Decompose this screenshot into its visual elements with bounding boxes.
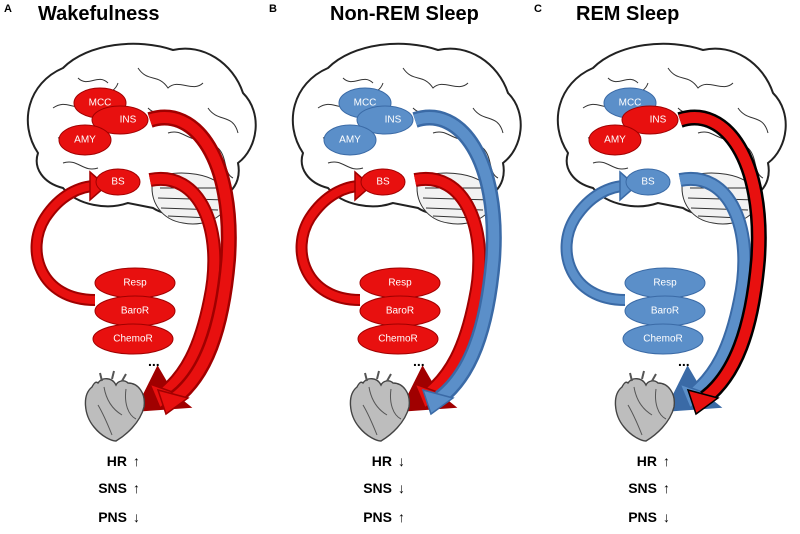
panel-title: Non-REM Sleep xyxy=(330,3,479,25)
metric-pns: PNS xyxy=(363,509,392,525)
cortex-descending-arrow-fill xyxy=(678,112,765,403)
metric-hr: HR xyxy=(637,453,657,469)
afferent-chemor xyxy=(622,323,704,355)
afferent-label-chemor: ChemoR xyxy=(378,334,417,345)
bs-descending-arrow-fill xyxy=(149,173,220,396)
metric-sns: SNS xyxy=(628,480,657,496)
metric-sns-up-arrow-icon: ↑ xyxy=(133,480,140,496)
afferent-chemor xyxy=(357,323,439,355)
afferent-upward-arrow-fill xyxy=(297,182,362,304)
panel-letter: C xyxy=(534,3,542,15)
node-label-ins: INS xyxy=(120,115,137,126)
heart-icon xyxy=(614,370,676,442)
ellipsis: ... xyxy=(678,353,690,369)
panel-letter: A xyxy=(4,3,12,15)
node-label-ins: INS xyxy=(385,115,402,126)
node-amy xyxy=(588,124,642,156)
afferent-label-baror: BaroR xyxy=(651,306,679,317)
node-ins xyxy=(356,105,414,135)
metric-sns-down-arrow-icon: ↓ xyxy=(398,480,405,496)
panel-title: REM Sleep xyxy=(576,3,679,25)
panel-title: Wakefulness xyxy=(38,3,160,25)
afferent-upward-arrow-fill xyxy=(562,182,627,304)
cortex-descending-arrowhead xyxy=(421,388,455,416)
metric-hr-up-arrow-icon: ↑ xyxy=(663,453,670,469)
metric-hr: HR xyxy=(372,453,392,469)
heart-icon xyxy=(84,370,146,442)
metric-hr: HR xyxy=(107,453,127,469)
metric-sns-up-arrow-icon: ↑ xyxy=(663,480,670,496)
ellipsis: ... xyxy=(148,353,160,369)
ellipsis: ... xyxy=(413,353,425,369)
afferent-label-resp: Resp xyxy=(123,278,147,289)
node-label-bs: BS xyxy=(376,177,390,188)
cortex-descending-arrow-fill xyxy=(148,112,235,403)
node-label-mcc: MCC xyxy=(619,98,642,109)
node-bs xyxy=(95,168,141,196)
metric-pns: PNS xyxy=(98,509,127,525)
cortex-descending-arrowhead xyxy=(686,388,720,416)
metric-pns: PNS xyxy=(628,509,657,525)
node-label-mcc: MCC xyxy=(89,98,112,109)
heart-icon xyxy=(349,370,411,442)
bs-descending-arrow-fill xyxy=(679,173,750,396)
afferent-label-resp: Resp xyxy=(653,278,677,289)
node-amy xyxy=(58,124,112,156)
afferent-label-resp: Resp xyxy=(388,278,412,289)
node-label-bs: BS xyxy=(111,177,125,188)
afferent-label-chemor: ChemoR xyxy=(113,334,152,345)
node-label-bs: BS xyxy=(641,177,655,188)
afferent-label-baror: BaroR xyxy=(386,306,414,317)
afferent-label-baror: BaroR xyxy=(121,306,149,317)
afferent-label-chemor: ChemoR xyxy=(643,334,682,345)
metric-pns-down-arrow-icon: ↓ xyxy=(663,509,670,525)
afferent-chemor xyxy=(92,323,174,355)
panel-letter: B xyxy=(269,3,277,15)
node-label-ins: INS xyxy=(650,115,667,126)
node-bs xyxy=(360,168,406,196)
node-ins xyxy=(621,105,679,135)
bs-descending-arrow-fill xyxy=(414,173,485,396)
node-bs xyxy=(625,168,671,196)
metric-hr-up-arrow-icon: ↑ xyxy=(133,453,140,469)
node-label-amy: AMY xyxy=(339,135,361,146)
node-amy xyxy=(323,124,377,156)
node-ins xyxy=(91,105,149,135)
cortex-descending-arrowhead xyxy=(156,388,190,416)
metric-pns-up-arrow-icon: ↑ xyxy=(398,509,405,525)
cortex-descending-arrow-fill xyxy=(413,112,500,403)
metric-pns-down-arrow-icon: ↓ xyxy=(133,509,140,525)
metric-sns: SNS xyxy=(363,480,392,496)
node-label-amy: AMY xyxy=(74,135,96,146)
metric-hr-down-arrow-icon: ↓ xyxy=(398,453,405,469)
node-label-mcc: MCC xyxy=(354,98,377,109)
metric-sns: SNS xyxy=(98,480,127,496)
node-label-amy: AMY xyxy=(604,135,626,146)
afferent-upward-arrow-fill xyxy=(32,182,97,304)
